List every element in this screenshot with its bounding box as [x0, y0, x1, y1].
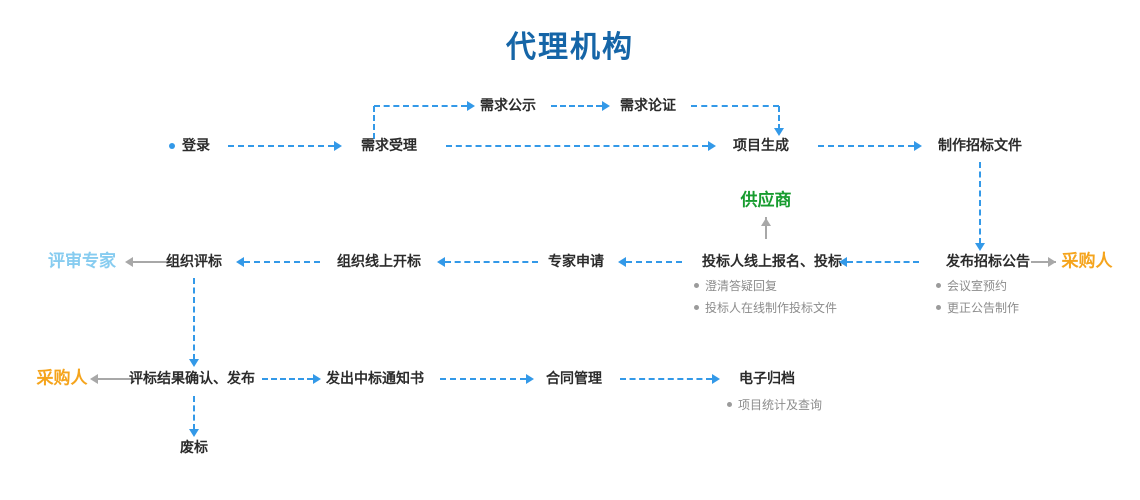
sub-bullet-icon — [727, 402, 732, 407]
edge-tbr-to-zjsq — [626, 261, 682, 263]
node-zzxskb: 组织线上开标 — [337, 254, 421, 270]
arrowhead-to-buyer-left — [90, 374, 98, 384]
edge-zzxskb-to-zzpb — [244, 261, 320, 263]
arrowhead-to-zjsq — [618, 257, 626, 267]
edge-zjsq-to-zzxskb — [445, 261, 538, 263]
role-label-buyer-left: 采购人 — [36, 368, 88, 389]
sub-bullet-icon — [936, 305, 941, 310]
edge-fczbtzs-to-htgl — [440, 378, 526, 380]
node-xqsl: 需求受理 — [361, 138, 417, 154]
node-xqlz: 需求论证 — [620, 98, 676, 114]
sub-bullet-icon — [694, 305, 699, 310]
node-fbzbgg: 发布招标公告 — [946, 254, 1030, 270]
arrowhead-to-fczbtzs — [313, 374, 321, 384]
arrowhead-to-xqlz — [602, 101, 610, 111]
edge-dl-to-xqsl — [228, 145, 334, 147]
sub-item-label: 投标人在线制作投标文件 — [705, 301, 838, 315]
role-label-supplier: 供应商 — [740, 190, 792, 211]
arrowhead-supplier — [761, 218, 771, 226]
edge-fbzbgg-to-tbr — [847, 261, 919, 263]
role-label-buyer-right: 采购人 — [1061, 251, 1113, 272]
role-label-review-expert: 评审专家 — [48, 251, 116, 272]
page-title: 代理机构 — [506, 30, 634, 65]
node-xqgs: 需求公示 — [480, 98, 536, 114]
edge-htgl-to-dzgd — [620, 378, 712, 380]
sub-item-online-bid-doc: 投标人在线制作投标文件 — [694, 302, 837, 314]
sub-item-qingqing-dayi: 澄清答疑回复 — [694, 280, 777, 292]
node-htgl: 合同管理 — [546, 371, 602, 387]
arrowhead-to-expert — [125, 257, 133, 267]
node-xmsc: 项目生成 — [733, 138, 789, 154]
arrowhead-to-xmsc — [708, 141, 716, 151]
node-zzzbwj: 制作招标文件 — [938, 138, 1022, 154]
arrowhead-to-pbjgqrfb — [189, 359, 199, 367]
node-dzgd: 电子归档 — [739, 371, 795, 387]
sub-bullet-icon — [936, 283, 941, 288]
arrowhead-to-tbr — [839, 257, 847, 267]
arrowhead-to-zzpb — [236, 257, 244, 267]
edge-pbjg-to-fczbtzs — [262, 378, 313, 380]
sub-item-meeting-room: 会议室预约 — [936, 280, 1007, 292]
sub-item-project-stats: 项目统计及查询 — [727, 399, 822, 411]
node-fb: 废标 — [180, 440, 208, 456]
edge-xqlz-to-corner — [691, 105, 779, 107]
edge-xmsc-to-zzzbwj — [818, 145, 914, 147]
arrowhead-to-zzxskb — [437, 257, 445, 267]
sub-item-label: 项目统计及查询 — [738, 398, 823, 412]
sub-item-label: 更正公告制作 — [947, 301, 1020, 315]
arrowhead-to-xqsl — [334, 141, 342, 151]
node-fczbtzs: 发出中标通知书 — [326, 371, 424, 387]
arrowhead-to-fb — [189, 429, 199, 437]
arrowhead-to-htgl — [526, 374, 534, 384]
edge-zzpb-to-pbjgqrfb — [193, 278, 195, 360]
node-zzpb: 组织评标 — [166, 254, 222, 270]
arrowhead-to-fbzbgg — [975, 243, 985, 251]
arrowhead-to-xmsc-top — [774, 128, 784, 136]
arrowhead-to-zzzbwj — [914, 141, 922, 151]
sub-item-label: 澄清答疑回复 — [705, 279, 778, 293]
node-pbjgqrfb: 评标结果确认、发布 — [129, 371, 255, 387]
edge-zzzbwj-to-fbzbgg — [979, 162, 981, 244]
node-tbrxsbmtb: 投标人线上报名、投标 — [702, 254, 842, 270]
sub-item-label: 会议室预约 — [947, 279, 1008, 293]
edge-xqsl-to-xmsc — [446, 145, 708, 147]
edge-supplier-stem — [765, 217, 767, 239]
edge-fbzbgg-to-buyer — [1031, 261, 1056, 263]
arrowhead-to-buyer-right — [1048, 257, 1056, 267]
arrowhead-to-dzgd — [712, 374, 720, 384]
node-zjsq: 专家申请 — [548, 254, 604, 270]
sub-bullet-icon — [694, 283, 699, 288]
edge-zzpb-to-expert — [133, 261, 169, 263]
bullet-dl — [169, 143, 175, 149]
edge-xqsl-to-xqgs — [374, 105, 467, 107]
edge-xqsl-up-segment — [373, 106, 375, 139]
node-dl: 登录 — [182, 138, 210, 154]
sub-item-correction-notice: 更正公告制作 — [936, 302, 1019, 314]
arrowhead-to-xqgs — [467, 101, 475, 111]
edge-pbjg-to-fb — [193, 396, 195, 430]
edge-corner-down-xmsc — [778, 106, 780, 130]
edge-pbjg-to-buyer-left — [98, 378, 134, 380]
edge-xqgs-to-xqlz — [551, 105, 602, 107]
